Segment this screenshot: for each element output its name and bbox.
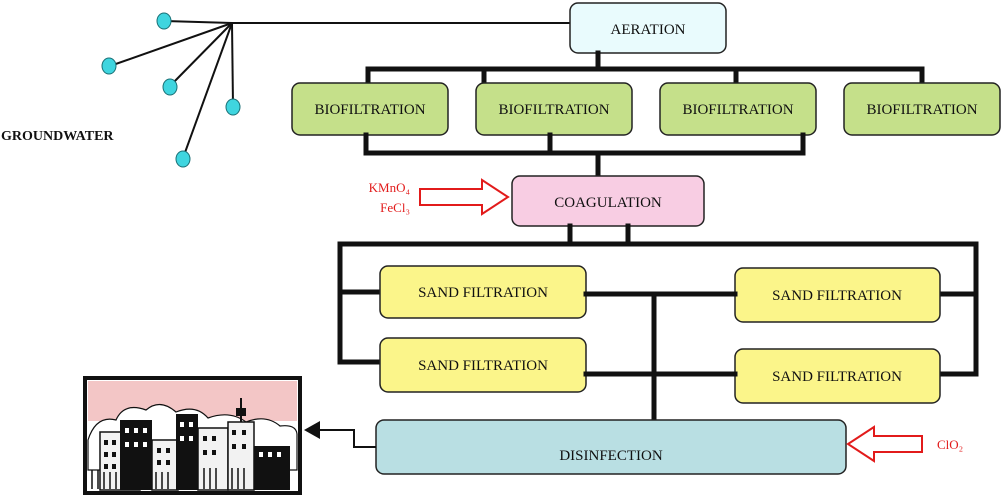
coagulation-distribution-pipes [337, 223, 979, 377]
well-line-1 [164, 20, 233, 24]
biofiltration-label-3: BIOFILTRATION [682, 102, 793, 118]
aeration-box [569, 2, 727, 54]
biofiltration-label-1: BIOFILTRATION [314, 102, 425, 118]
well-icon [162, 78, 178, 96]
dosing-arrow-icon [846, 425, 923, 463]
well-line-5 [182, 22, 233, 159]
sand-filtration-label-4: SAND FILTRATION [772, 369, 902, 385]
well-icon [225, 98, 241, 116]
biofiltration-label-2: BIOFILTRATION [498, 102, 609, 118]
coagulation-box [511, 175, 705, 227]
sand-collector-pipes [583, 291, 738, 423]
biofiltration-box-2 [475, 82, 633, 136]
aeration-label: AERATION [611, 22, 686, 38]
dosing-arrow-icon [419, 178, 510, 216]
distribution-arrow [304, 421, 376, 448]
disinfection-box [375, 419, 847, 475]
biofiltration-box-1 [291, 82, 449, 136]
aeration-distribution-pipes [365, 50, 925, 86]
well-icon [156, 12, 172, 30]
biofiltration-label-4: BIOFILTRATION [866, 102, 977, 118]
sand-filtration-label-1: SAND FILTRATION [418, 285, 548, 301]
well-line-2 [109, 22, 233, 67]
well-icon [175, 150, 191, 168]
well-line-4 [231, 22, 234, 107]
sand-filtration-box-2 [379, 337, 587, 393]
chemical-clo2: ClO₂ [937, 437, 963, 452]
disinfection-label: DISINFECTION [559, 448, 662, 464]
chemical-fecl3: FeCl₃ [380, 200, 410, 215]
biofiltration-collector-pipes [363, 132, 806, 179]
chemical-kmno4: KMnO₄ [369, 180, 411, 195]
sand-filtration-label-2: SAND FILTRATION [418, 358, 548, 374]
city-icon [83, 376, 302, 495]
groundwater-label: GROUNDWATER [1, 129, 114, 144]
well-icon [101, 57, 117, 75]
biofiltration-box-4 [843, 82, 1001, 136]
biofiltration-box-3 [659, 82, 817, 136]
coagulation-label: COAGULATION [554, 195, 662, 211]
sand-filtration-label-3: SAND FILTRATION [772, 288, 902, 304]
well-line-3 [169, 22, 233, 87]
groundwater-wells [101, 12, 570, 168]
